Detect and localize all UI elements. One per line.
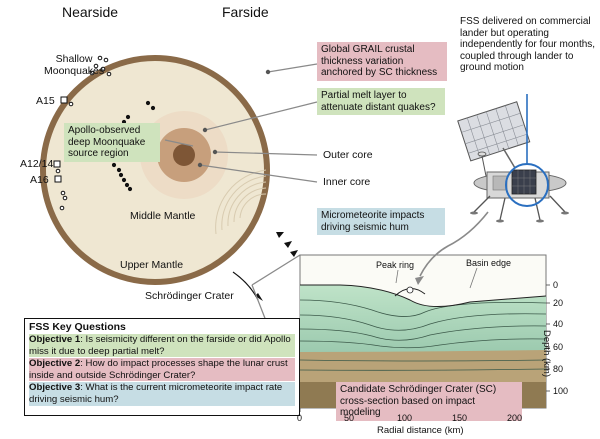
micrometeorite-callout: Micrometeorite impacts driving seismic h… — [317, 208, 445, 235]
x-axis-title: Radial distance (km) — [377, 425, 464, 436]
peak-ring-label: Peak ring — [376, 260, 415, 270]
apollo-deep-callout: Apollo-observed deep Moonquake source re… — [64, 123, 160, 162]
objective-1: Objective 1: Is seismicity different on … — [29, 334, 295, 358]
schrodinger-crater-label: Schrödinger Crater — [145, 290, 234, 302]
shallow-moonquake-markers — [55, 55, 112, 211]
fss-delivery-note: FSS delivered on commercial lander but o… — [460, 16, 596, 73]
farside-header: Farside — [222, 4, 269, 20]
schrodinger-arrow — [232, 271, 259, 301]
nearside-header: Nearside — [62, 4, 119, 20]
x-tick-0: 0 — [297, 413, 303, 423]
upper-mantle-label: Upper Mantle — [120, 259, 184, 271]
outer-core-label: Outer core — [323, 149, 373, 161]
objective-2: Objective 2: How do impact processes sha… — [29, 358, 295, 382]
x-tick-150: 150 — [452, 413, 468, 423]
y-tick-100: 100 — [553, 386, 569, 396]
inner-core — [173, 144, 195, 166]
a15-label: A15 — [36, 95, 55, 107]
objective-3: Objective 3: What is the current microme… — [29, 382, 295, 406]
micrometeorite-arrows — [276, 232, 298, 257]
a16-label: A16 — [30, 174, 49, 186]
cross-section-caption: Candidate Schrödinger Crater (SC) cross-… — [336, 382, 522, 421]
y-tick-20: 20 — [553, 298, 564, 308]
basin-edge-label: Basin edge — [466, 258, 512, 268]
shallow-moonquakes-label: Shallow Moonquakes — [44, 53, 105, 77]
y-tick-60: 60 — [553, 342, 564, 352]
x-tick-50: 50 — [344, 413, 355, 423]
grail-callout: Global GRAIL crustal thickness variation… — [317, 42, 447, 81]
x-tick-100: 100 — [397, 413, 413, 423]
fss-lander-illustration — [415, 94, 569, 285]
y-tick-40: 40 — [553, 319, 564, 329]
middle-mantle-label: Middle Mantle — [130, 210, 196, 222]
y-tick-80: 80 — [553, 364, 564, 374]
x-tick-200: 200 — [507, 413, 523, 423]
fss-key-questions-box: FSS Key Questions Objective 1: Is seismi… — [24, 318, 300, 416]
apollo-stations — [53, 96, 68, 183]
questions-title: FSS Key Questions — [29, 321, 126, 333]
y-axis-title: Depth (km) — [541, 330, 552, 377]
partial-melt-callout: Partial melt layer to attenuate distant … — [317, 88, 445, 115]
y-tick-0: 0 — [553, 280, 559, 290]
station-a15 — [60, 96, 68, 104]
station-a16 — [54, 175, 62, 183]
station-a12-14 — [53, 160, 61, 168]
a12-14-label: A12/14 — [20, 158, 54, 170]
leader-lines — [164, 63, 318, 183]
inner-core-label: Inner core — [323, 176, 371, 188]
